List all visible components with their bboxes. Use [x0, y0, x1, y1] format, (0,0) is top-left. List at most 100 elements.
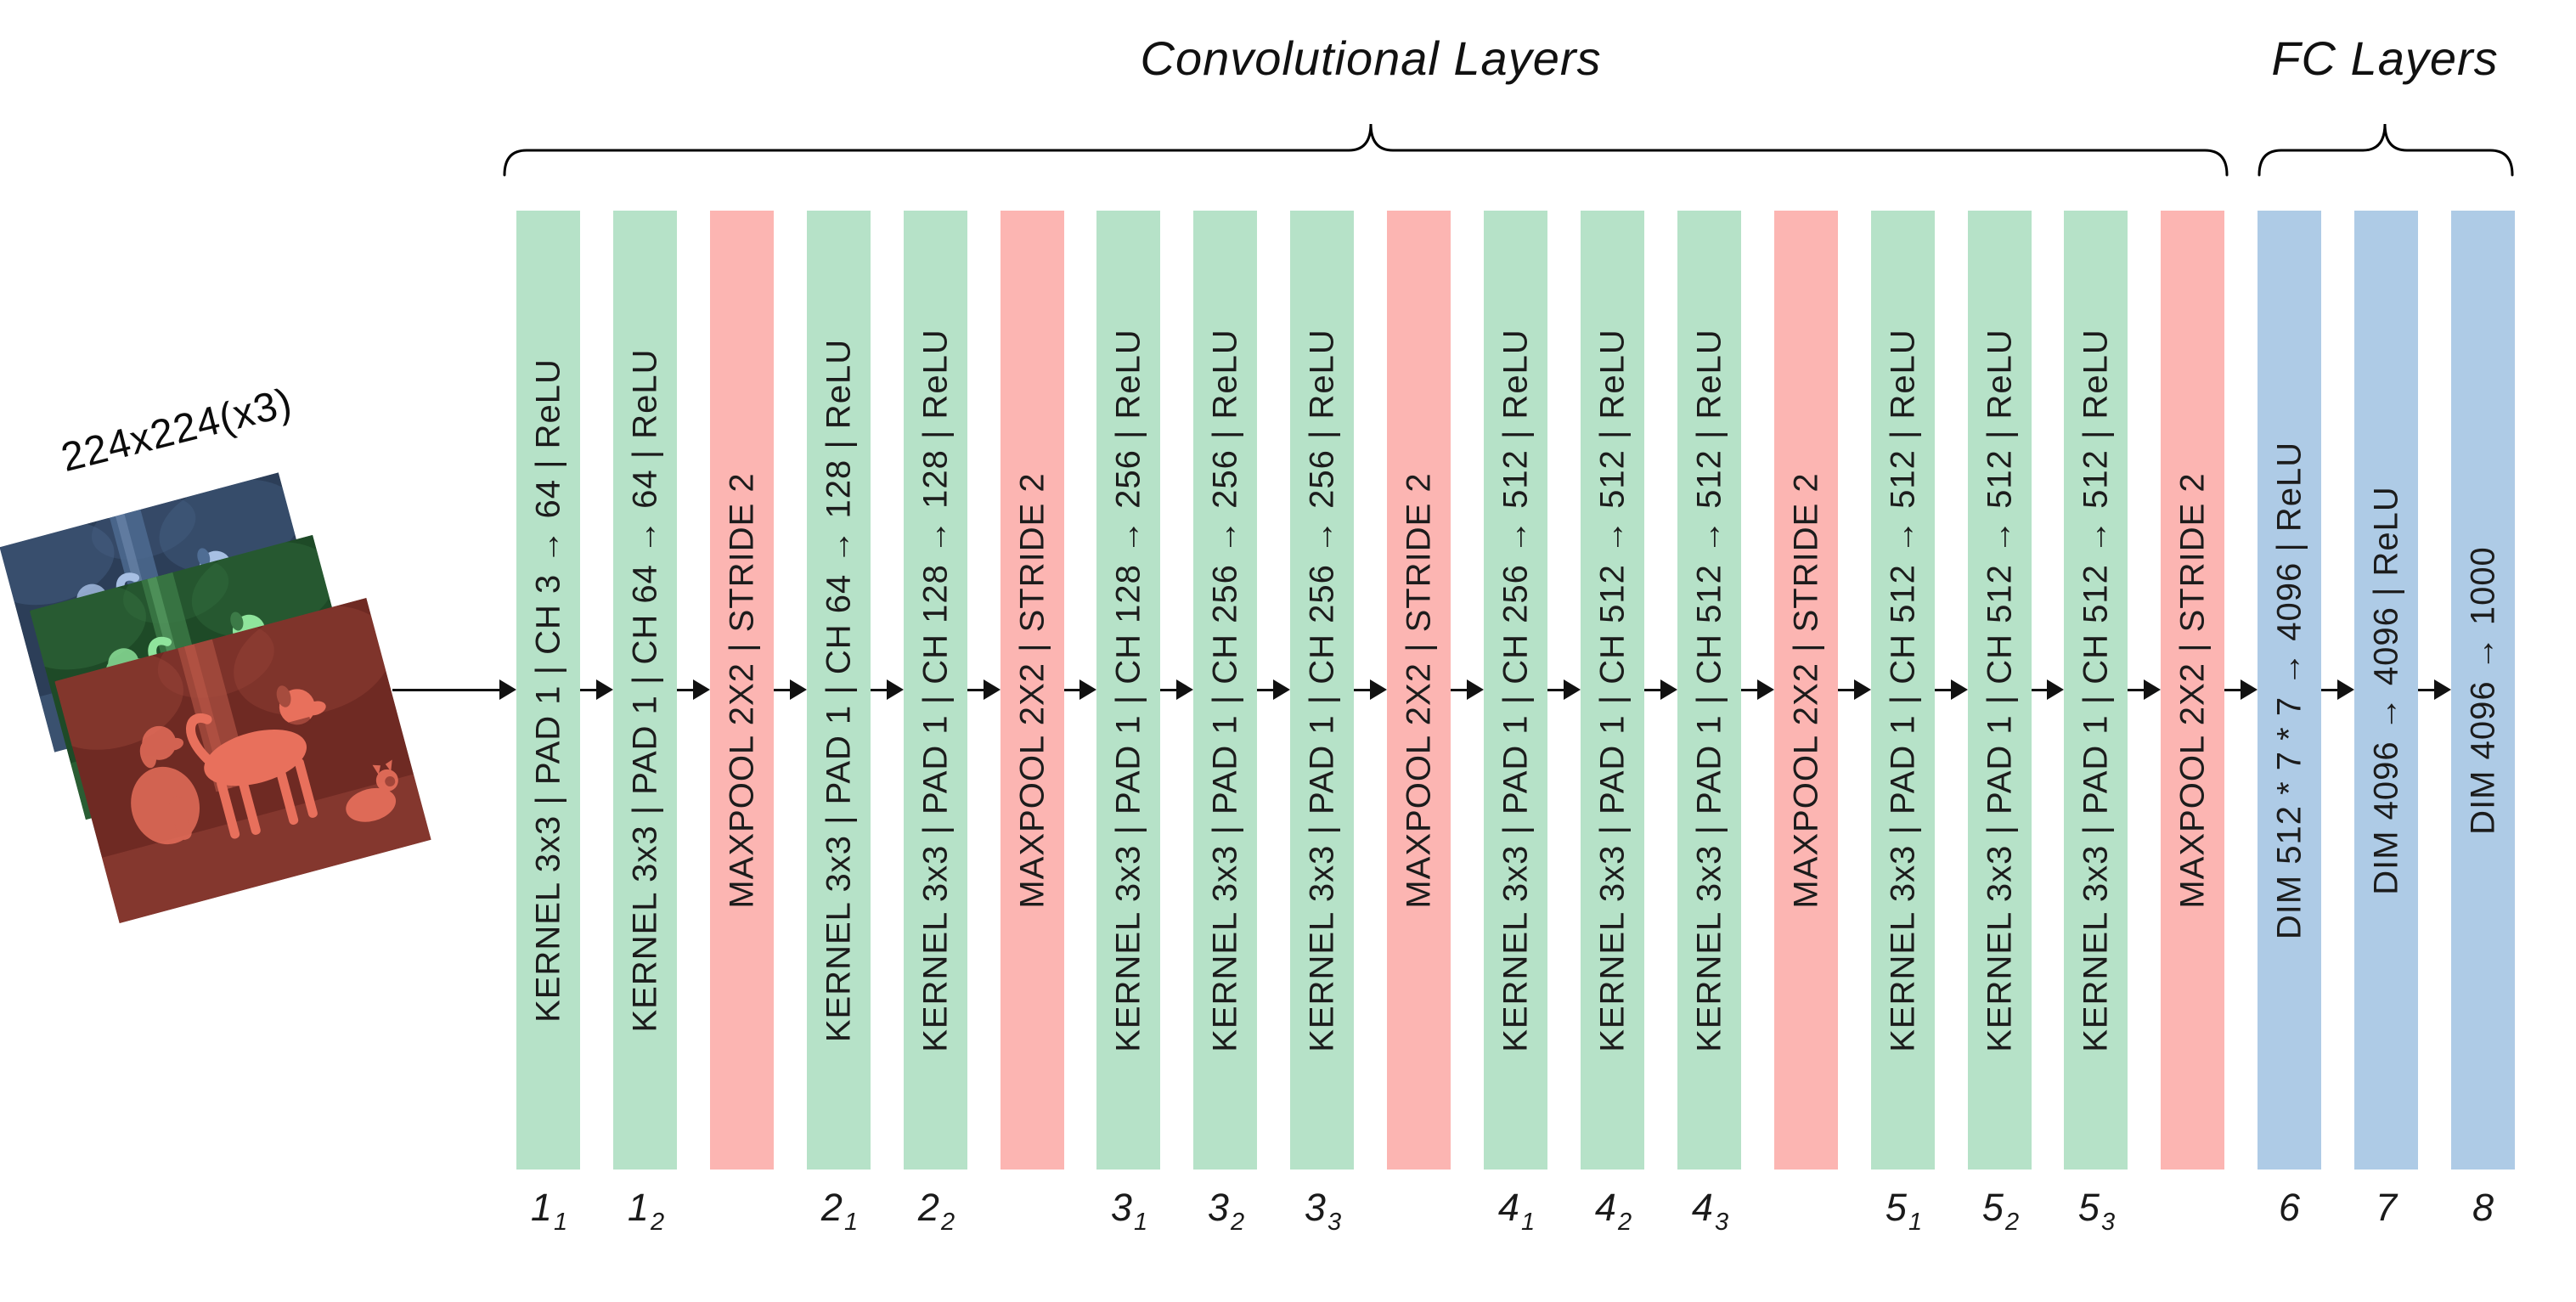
flow-arrow-icon: [392, 679, 516, 700]
arrow-head: [2434, 679, 2451, 700]
arrow-head: [887, 679, 904, 700]
layer-index-conv4_1: 41: [1498, 1186, 1535, 1236]
layer-bar-conv3_1: KERNEL 3x3 | PAD 1 | CH 128 → 256 | ReLU: [1096, 211, 1160, 1170]
layer-bar-conv5_3: KERNEL 3x3 | PAD 1 | CH 512 → 512 | ReLU: [2064, 211, 2128, 1170]
flow-arrow-icon: [774, 679, 807, 700]
fc-layers-brace: [2258, 123, 2514, 177]
flow-arrow-icon: [1451, 679, 1484, 700]
layer-index-main: 5: [1981, 1186, 2004, 1229]
cat-silhouette: [346, 759, 398, 822]
layer-bar-conv4_2: KERNEL 3x3 | PAD 1 | CH 512 → 512 | ReLU: [1581, 211, 1644, 1170]
layer-index-main: 5: [2077, 1186, 2100, 1229]
arrow-head: [790, 679, 807, 700]
layer-bar-conv4_3: KERNEL 3x3 | PAD 1 | CH 512 → 512 | ReLU: [1677, 211, 1741, 1170]
arrow-shaft: [2032, 688, 2051, 691]
arrow-head: [2047, 679, 2064, 700]
arrow-shaft: [1935, 688, 1955, 691]
arrow-head: [2337, 679, 2354, 700]
layer-bar-pool3: MAXPOOL 2X2 | STRIDE 2: [1387, 211, 1451, 1170]
layer-index-main: 8: [2472, 1186, 2494, 1229]
flow-arrow-icon: [1547, 679, 1581, 700]
layer-bar-label: KERNEL 3x3 | PAD 1 | CH 128 → 128 | ReLU: [916, 328, 954, 1052]
flow-arrow-icon: [1257, 679, 1290, 700]
left-dog-silhouette: [131, 725, 200, 845]
arrow-head: [1564, 679, 1581, 700]
layer-bar-conv2_2: KERNEL 3x3 | PAD 1 | CH 128 → 128 | ReLU: [904, 211, 967, 1170]
arrow-shaft: [2224, 688, 2245, 691]
arrow-head: [1176, 679, 1193, 700]
arrow-head: [1854, 679, 1871, 700]
layer-bar-label: KERNEL 3x3 | PAD 1 | CH 512 → 512 | ReLU: [1884, 328, 1921, 1052]
layer-index-sub: 2: [940, 1209, 955, 1236]
arrow-shaft: [1257, 688, 1277, 691]
layer-bar-conv5_1: KERNEL 3x3 | PAD 1 | CH 512 → 512 | ReLU: [1871, 211, 1935, 1170]
layer-bar-label: MAXPOOL 2X2 | STRIDE 2: [2173, 471, 2211, 909]
arrow-head: [499, 679, 516, 700]
layer-index-main: 3: [1207, 1186, 1229, 1229]
flow-arrow-icon: [2321, 679, 2354, 700]
dogs-and-cat-photo: [54, 597, 431, 924]
layer-bar-pool1: MAXPOOL 2X2 | STRIDE 2: [710, 211, 774, 1170]
layer-bar-pool4: MAXPOOL 2X2 | STRIDE 2: [1774, 211, 1838, 1170]
arrow-head: [1079, 679, 1096, 700]
arrow-shaft: [2128, 688, 2148, 691]
layer-index-conv4_2: 42: [1594, 1186, 1632, 1236]
layer-index-sub: 2: [1230, 1209, 1245, 1236]
layer-index-conv3_3: 33: [1305, 1186, 1341, 1236]
arrow-shaft: [1064, 688, 1084, 691]
layer-bar-label: KERNEL 3x3 | PAD 1 | CH 256 → 256 | ReLU: [1206, 328, 1243, 1052]
layer-bar-conv5_2: KERNEL 3x3 | PAD 1 | CH 512 → 512 | ReLU: [1968, 211, 2032, 1170]
layer-index-conv1_2: 12: [627, 1186, 664, 1236]
layer-bar-conv2_1: KERNEL 3x3 | PAD 1 | CH 64 → 128 | ReLU: [807, 211, 871, 1170]
flow-arrow-icon: [967, 679, 1001, 700]
flow-arrow-icon: [2224, 679, 2258, 700]
layer-bar-pool2: MAXPOOL 2X2 | STRIDE 2: [1001, 211, 1064, 1170]
layer-index-main: 2: [917, 1186, 939, 1229]
layer-bar-conv3_3: KERNEL 3x3 | PAD 1 | CH 256 → 256 | ReLU: [1290, 211, 1354, 1170]
layer-index-sub: 1: [553, 1209, 568, 1236]
arrow-shaft: [392, 688, 504, 691]
layer-index-sub: 3: [1327, 1209, 1342, 1236]
flow-arrow-icon: [677, 679, 710, 700]
layer-index-conv4_3: 43: [1692, 1186, 1728, 1236]
arrow-head: [2241, 679, 2258, 700]
arrow-shaft: [677, 688, 697, 691]
flow-arrow-icon: [1064, 679, 1096, 700]
fc-layers-title: FC Layers: [2271, 31, 2499, 85]
layer-index-sub: 1: [1133, 1209, 1148, 1236]
layer-index-conv2_2: 22: [917, 1186, 955, 1236]
flow-arrow-icon: [1935, 679, 1968, 700]
layer-bar-label: MAXPOOL 2X2 | STRIDE 2: [1400, 471, 1437, 909]
arrow-shaft: [1160, 688, 1181, 691]
layer-bar-label: MAXPOOL 2X2 | STRIDE 2: [723, 471, 760, 909]
layer-bar-label: DIM 512 * 7 * 7 → 4096 | ReLU: [2270, 441, 2308, 939]
flow-arrow-icon: [2418, 679, 2451, 700]
arrow-head: [1370, 679, 1387, 700]
arrow-head: [1951, 679, 1968, 700]
layer-bar-fc7: DIM 4096 → 4096 | ReLU: [2354, 211, 2418, 1170]
layer-bar-label: KERNEL 3x3 | PAD 1 | CH 64 → 128 | ReLU: [820, 338, 857, 1042]
right-dog-silhouette: [186, 685, 326, 839]
layer-bar-fc6: DIM 512 * 7 * 7 → 4096 | ReLU: [2258, 211, 2321, 1170]
flow-arrow-icon: [871, 679, 904, 700]
flow-arrow-icon: [1354, 679, 1387, 700]
layer-index-main: 1: [627, 1186, 649, 1229]
layer-index-conv3_1: 31: [1111, 1186, 1147, 1236]
layer-bar-label: KERNEL 3x3 | PAD 1 | CH 3 → 64 | ReLU: [529, 358, 566, 1023]
layer-bar-conv1_2: KERNEL 3x3 | PAD 1 | CH 64 → 64 | ReLU: [613, 211, 677, 1170]
arrow-head: [1467, 679, 1484, 700]
arrow-shaft: [580, 688, 600, 691]
flow-arrow-icon: [1160, 679, 1193, 700]
layer-bar-fc8: DIM 4096 → 1000: [2451, 211, 2515, 1170]
layer-bar-label: DIM 4096 → 4096 | ReLU: [2367, 485, 2404, 895]
layer-bar-label: KERNEL 3x3 | PAD 1 | CH 64 → 64 | ReLU: [626, 347, 663, 1033]
layer-bar-label: KERNEL 3x3 | PAD 1 | CH 256 → 256 | ReLU: [1303, 328, 1340, 1052]
layer-index-main: 4: [1594, 1186, 1616, 1229]
layer-bar-label: KERNEL 3x3 | PAD 1 | CH 128 → 256 | ReLU: [1109, 328, 1147, 1052]
arrow-head: [1660, 679, 1677, 700]
arrow-shaft: [1838, 688, 1858, 691]
arrow-head: [984, 679, 1001, 700]
layer-index-main: 1: [530, 1186, 552, 1229]
layer-index-fc8: 8: [2472, 1186, 2494, 1230]
